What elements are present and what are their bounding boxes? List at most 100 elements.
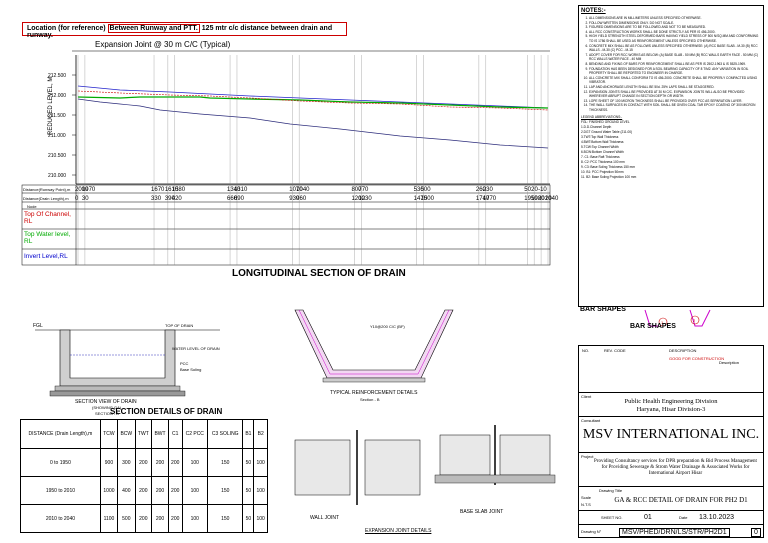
top-channel-line [77,90,549,111]
runway-distance-label: 1670 [151,187,165,193]
drain-distance-label: 1740 [476,196,490,202]
runway-distance-label: 1580 [172,187,186,193]
expansion-joint-details [294,425,556,505]
drain-distance-label: 30 [82,196,89,202]
location-highlight: Between Runway and PTT. [107,24,200,33]
runway-distance-label: 770 [358,187,369,193]
col-c1: C1 [167,419,183,449]
drain-distance-label: 0 [75,196,79,202]
consultant-name: MSV INTERNATIONAL INC. [582,427,760,442]
runway-distance-label: 1610 [165,187,179,193]
runway-distance-label: 1340 [227,187,241,193]
drain-distance-label: 1950 [524,196,538,202]
y-tick-label: 212.500 [48,73,66,79]
y-tick-label: 210.000 [48,173,66,179]
drawing-date: 13.10.2023 [699,514,735,521]
row-invert-level: Invert Level,RL [24,253,68,260]
title-block: NO. REV. CODE DESCRIPTION GOOD FOR CONST… [578,345,764,538]
runway-distance-label: 1070 [289,187,303,193]
drain-distance-label: 1200 [351,196,365,202]
section-details-table: DISTANCE (Drain Length),m TCW BCW TWT BW… [20,419,268,533]
legend: LEGEND ABBREVIATIONS:- FGL: FINISHED GRO… [581,115,637,180]
bar-shape-1: 1 [661,320,664,325]
water-line [77,96,549,109]
notes-title: NOTES:- [581,8,606,14]
reinforcement-detail [294,309,454,383]
bar-shapes-drawing [644,309,711,327]
section-view-caption: SECTION VIEW OF DRAIN [75,399,137,405]
y-tick-label: 211.000 [48,133,66,139]
drawing-number: MSV/PHED/DRN/LS/STR/PH2D1 [619,528,730,537]
drain-distance-label: 1770 [483,196,497,202]
fgl-label: FGL [33,323,43,329]
runway-distance-label: 20 [531,187,538,193]
drain-distance-label: 1230 [358,196,372,202]
runway-distance-label: -10 [538,187,547,193]
row-node: Node [27,204,37,209]
expansion-joint-title: Expansion Joint @ 30 m C/C (Typical) [95,40,231,49]
location-note: Location (for reference) Between Runway … [22,22,347,39]
col-distance: DISTANCE (Drain Length),m [20,419,101,449]
y-axis-label: REDUCED LEVEL, M [48,77,54,135]
details-table-title: SECTION DETAILS OF DRAIN [110,407,223,416]
bar-shape-2: 2 [693,318,696,323]
drain-distance-label: 2010 [538,196,552,202]
client-division: Haryana, Hisar Division-3 [636,406,706,413]
runway-distance-label: 800 [351,187,362,193]
project-description: Providing Consultancy services for DPR p… [594,459,757,476]
section-b-label: Section - B [360,397,380,402]
drawing-title: GA & RCC DETAIL OF DRAIN FOR PH2 D1 [614,496,748,504]
col-bcw: BCW [117,419,136,449]
col-c2: C2 PCC [181,419,208,449]
bar-shapes-title-2: BAR SHAPES [630,323,676,330]
water-level-label: WATER LEVEL OF DRAIN [172,346,220,351]
revision-number: 0 [751,528,761,537]
runway-distance-label: 1040 [296,187,310,193]
drain-distance-label: 1470 [414,196,428,202]
drain-distance-label: 420 [172,196,183,202]
drain-distance-label: 390 [165,196,176,202]
runway-distance-label: 260 [476,187,487,193]
client-name: Public Health Engineering Division [624,398,718,405]
longitudinal-profile: 212.500212.000211.500211.000210.500210.0… [21,50,559,266]
col-twt: TWT [134,419,153,449]
row-top-of-channel: Top Of Channel, RL [24,211,71,225]
y-tick-label: 211.500 [48,113,66,119]
col-bwt: BWT [151,419,169,449]
col-b1: B1 [242,419,255,449]
expansion-joint-caption: EXPANSION JOINT DETAILS [365,528,432,534]
runway-distance-label: 230 [483,187,494,193]
drain-distance-label: 330 [151,196,162,202]
revision-table: NO. REV. CODE DESCRIPTION GOOD FOR CONST… [582,348,740,365]
runway-distance-label: 530 [414,187,425,193]
runway-distance-label: 500 [421,187,432,193]
drain-section-view [35,329,220,397]
drain-distance-label: 930 [289,196,300,202]
wall-joint-label: WALL JOINT [310,515,340,521]
reinforcement-caption: TYPICAL REINFORCEMENT DETAILS [330,390,418,396]
ground-line [77,85,549,109]
top-of-drain-label: TOP OF DRAIN [165,323,194,328]
runway-distance-label: 50 [524,187,531,193]
col-tcw: TCW [99,419,119,449]
row-top-water-level: Top Water level, RL [24,231,71,245]
notes-list: ALL DIMENSIONS ARE IN MILLIMETERS UNLESS… [581,16,761,112]
col-b2: B2 [253,419,268,449]
runway-distance-label: 1310 [234,187,248,193]
row-drain-distance: Distance(Drain Length),m [23,196,69,201]
section-a-label: SECTION - A [95,411,119,416]
runway-distance-label: 1970 [82,187,96,193]
drain-distance-label: 660 [227,196,238,202]
row-runway-distance: Distance(Runway Point),m [23,187,71,192]
drain-distance-label: 690 [234,196,245,202]
base-slab-joint-label: BASE SLAB JOINT [460,509,504,515]
base-soling-label: Base Soling [180,367,202,372]
invert-line [77,98,549,149]
drain-distance-label: 960 [296,196,307,202]
drain-distance-label: 2040 [545,196,559,202]
col-c3: C3 SOLING [206,419,244,449]
drain-distance-label: 1500 [421,196,435,202]
